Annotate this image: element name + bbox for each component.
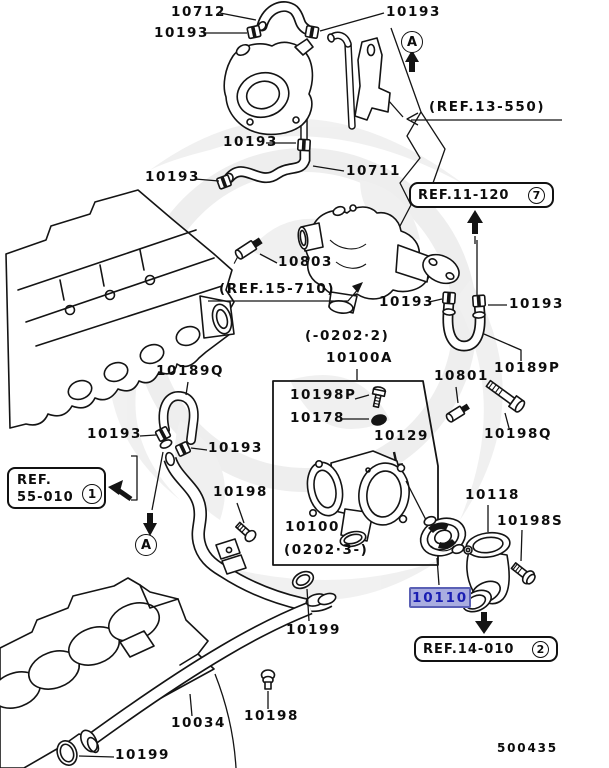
- inset-box-10100: [272, 380, 439, 566]
- diagram-code: 500435: [497, 741, 558, 755]
- part-label-10198-2[interactable]: 10198: [244, 708, 299, 724]
- part-label-10712[interactable]: 10712: [171, 4, 226, 20]
- part-label-10193-2[interactable]: 10193: [154, 25, 209, 41]
- thermostat-case-drawing: [297, 204, 460, 314]
- ref-box-55-010-number: 1: [82, 484, 102, 504]
- part-label-10034[interactable]: 10034: [171, 715, 226, 731]
- part-label-10178[interactable]: 10178: [290, 410, 345, 426]
- hose-10712-drawing: [256, 1, 312, 35]
- ref-box-14-010[interactable]: REF.14-010 2: [414, 636, 558, 662]
- part-label-10110[interactable]: 10110: [409, 587, 471, 608]
- part-label-10198-1[interactable]: 10198: [213, 484, 268, 500]
- leader-lines: [78, 12, 562, 758]
- ref-label-13-550[interactable]: (REF.13-550): [429, 99, 546, 115]
- part-label-10193-4[interactable]: 10193: [145, 169, 200, 185]
- part-label-10198s[interactable]: 10198S: [497, 513, 564, 529]
- part-label-10198q[interactable]: 10198Q: [484, 426, 553, 442]
- ref-label-15-710[interactable]: (REF.15-710): [219, 281, 336, 297]
- part-label-10198p[interactable]: 10198P: [290, 387, 357, 403]
- highlighted-part-wrap: 10110: [409, 587, 471, 608]
- ref-box-55-010-text: REF. 55-010: [17, 473, 74, 505]
- part-label-10711[interactable]: 10711: [346, 163, 401, 179]
- part-label-10193-6[interactable]: 10193: [509, 296, 564, 312]
- part-label-10100a[interactable]: 10100A: [326, 350, 394, 366]
- part-label-10193-1[interactable]: 10193: [386, 4, 441, 20]
- heater-hose-10189p-drawing: [442, 240, 486, 352]
- water-pipe-10034-drawing: [79, 592, 337, 754]
- part-label-10803[interactable]: 10803: [278, 254, 333, 270]
- view-marker-a-top: A: [401, 31, 423, 53]
- part-label-10129[interactable]: 10129: [374, 428, 429, 444]
- bolt-10198-bottom-drawing: [260, 669, 276, 690]
- part-label-10193-7[interactable]: 10193: [87, 426, 142, 442]
- ref-box-14-010-number: 2: [532, 640, 549, 658]
- oring-10199-drawings: [56, 570, 315, 766]
- bypass-hose-10189q-drawing: [158, 390, 199, 449]
- cylinder-head-drawing: [5, 189, 235, 429]
- part-label-10189q[interactable]: 10189Q: [156, 363, 225, 379]
- part-label-10801[interactable]: 10801: [434, 368, 489, 384]
- part-label-10189p[interactable]: 10189P: [494, 360, 561, 376]
- sensor-10803-drawing: [233, 237, 263, 264]
- bolt-10198s-drawing: [510, 562, 536, 585]
- part-label-10199-1[interactable]: 10199: [286, 622, 341, 638]
- bolt-10198-mid-drawing: [235, 521, 257, 543]
- ref-box-11-120-text: REF.11-120: [418, 187, 510, 203]
- ref-box-55-010[interactable]: REF. 55-010 1: [7, 467, 106, 509]
- part-label-10118[interactable]: 10118: [465, 487, 520, 503]
- date-code-lower: (0202·3-): [284, 542, 369, 558]
- ref-box-11-120-number: 7: [528, 186, 545, 204]
- part-label-10193-8[interactable]: 10193: [208, 440, 263, 456]
- stud-10198q-drawing: [485, 379, 526, 413]
- gasket-10178-icon: [371, 414, 387, 426]
- date-code-upper: (-0202·2): [305, 328, 390, 344]
- bolt-10198p-icon: [371, 386, 387, 409]
- part-label-10193-5[interactable]: 10193: [379, 294, 434, 310]
- hose-clamp-icons: [154, 24, 487, 457]
- water-inlet-fitting-drawing: [306, 450, 410, 548]
- part-label-10193-3[interactable]: 10193: [223, 134, 278, 150]
- part-label-10100[interactable]: 10100: [285, 519, 340, 535]
- thermostat-10110-drawing: [405, 480, 467, 557]
- sensor-10801-drawing: [445, 403, 470, 423]
- part-label-10199-2[interactable]: 10199: [115, 747, 170, 763]
- throttle-body-drawing: [223, 38, 314, 136]
- ref-box-11-120[interactable]: REF.11-120 7: [409, 182, 554, 208]
- view-marker-a-left: A: [135, 534, 157, 556]
- flow-arrows: [108, 50, 493, 634]
- cylinder-block-drawing: [0, 577, 237, 768]
- ref-box-14-010-text: REF.14-010: [423, 641, 515, 657]
